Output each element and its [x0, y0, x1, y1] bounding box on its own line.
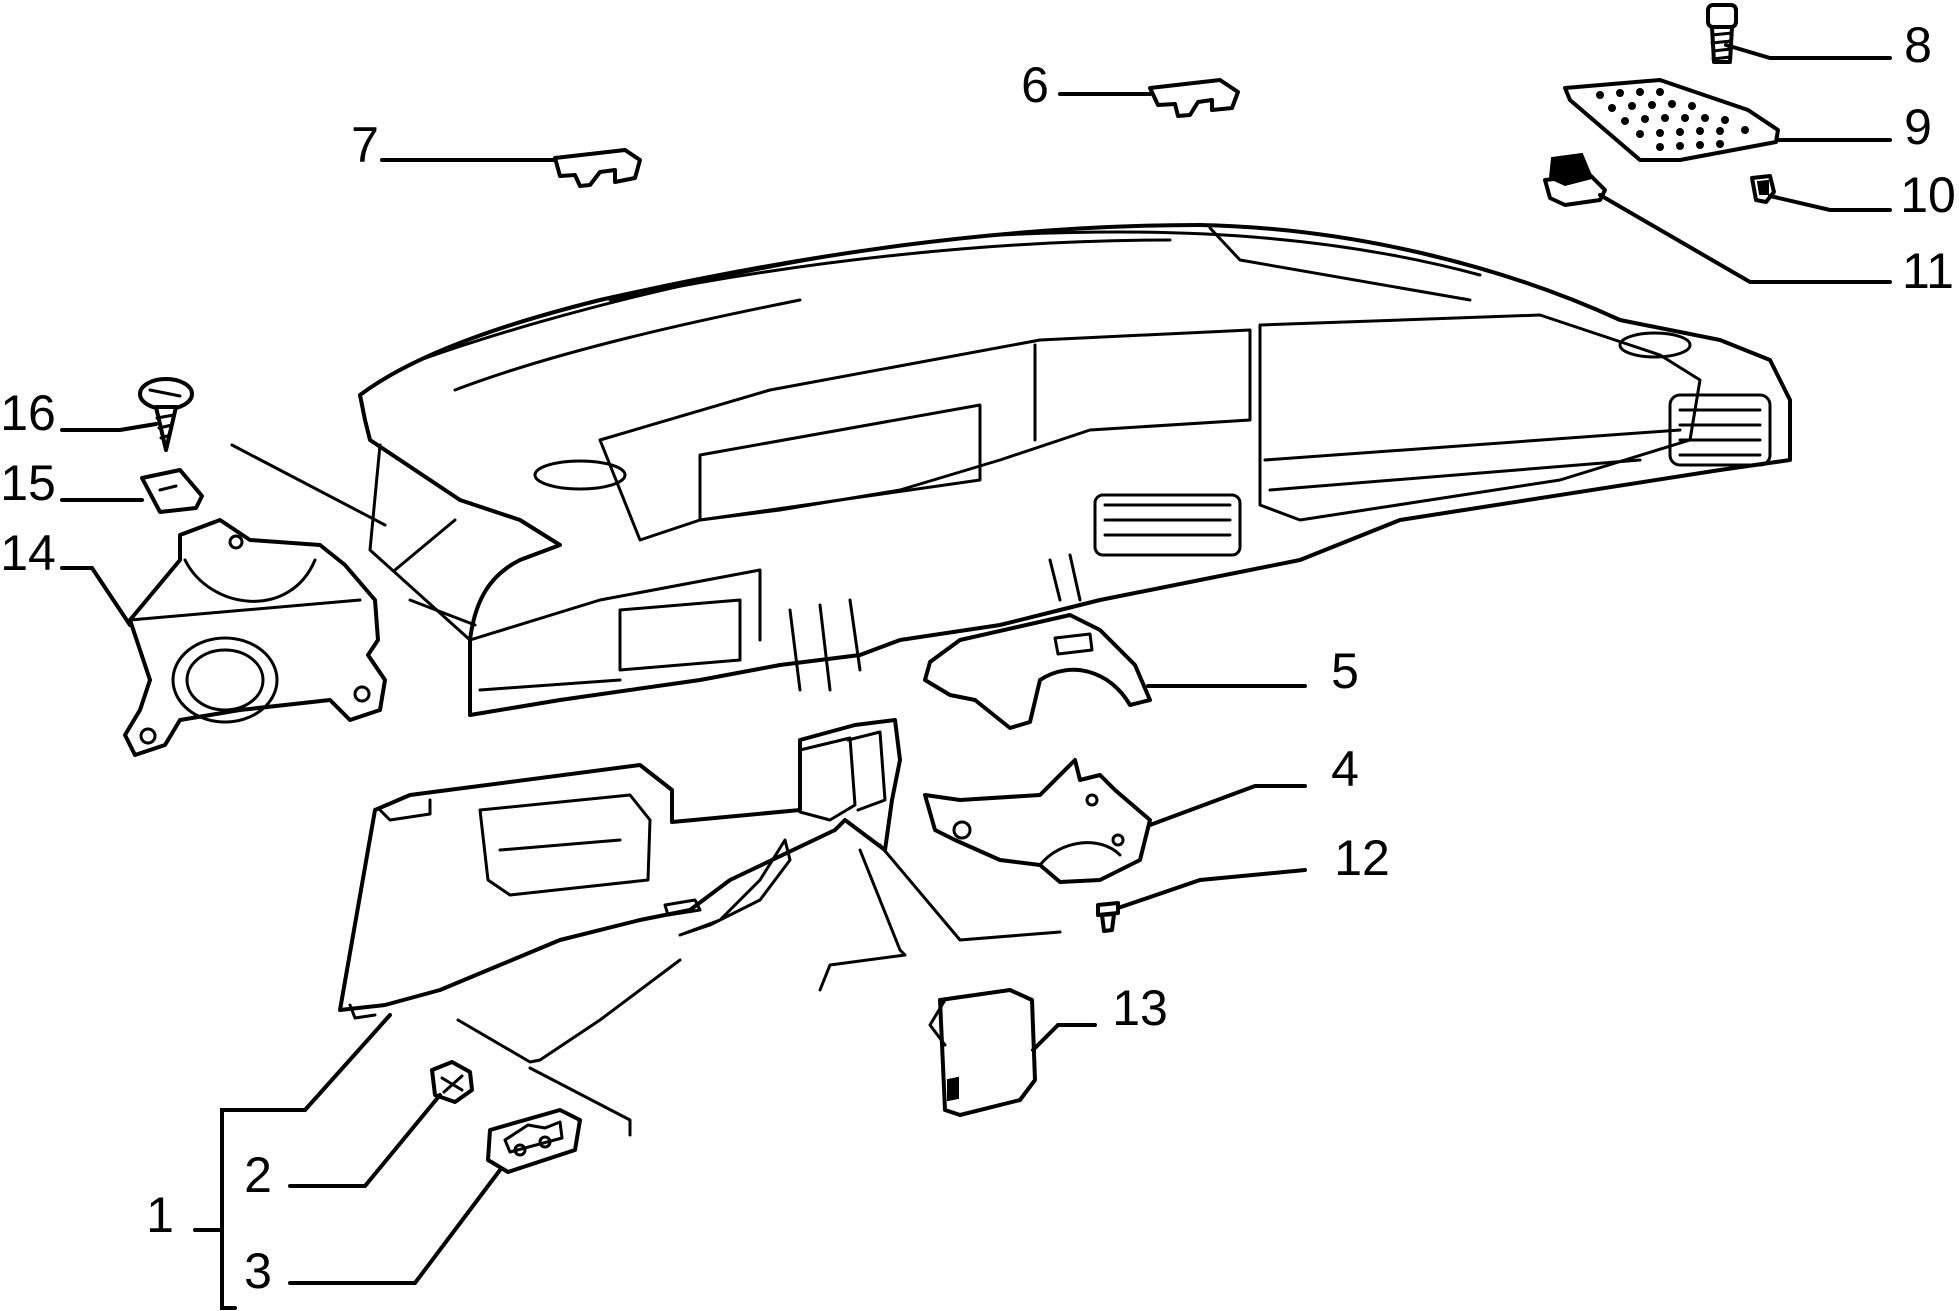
upper-shroud-part-5	[923, 613, 1152, 730]
grille-part-9	[1563, 78, 1780, 162]
bonnet-release-part-3	[486, 1108, 582, 1174]
assembly-guide-lines	[456, 843, 1062, 1137]
callout-7: 7	[351, 117, 379, 173]
callout-15: 15	[0, 455, 56, 511]
screw-part-8	[1706, 3, 1738, 64]
callout-5: 5	[1331, 643, 1359, 699]
callout-2: 2	[244, 1147, 272, 1203]
lower-trim-panel-part-1	[338, 718, 902, 1020]
screw-part-16	[138, 377, 194, 452]
callout-6: 6	[1021, 57, 1049, 113]
callout-16: 16	[0, 385, 56, 441]
callout-9: 9	[1904, 99, 1932, 155]
round-clip-part-2	[430, 1060, 474, 1104]
bracket-part-14	[123, 518, 387, 757]
speed-nut-part-15	[140, 468, 204, 514]
clip-part-7	[553, 148, 642, 188]
callout-12: 12	[1334, 830, 1390, 886]
callout-11: 11	[1902, 243, 1954, 299]
grommet-part-11	[1543, 152, 1607, 207]
screw-part-12	[1096, 901, 1120, 933]
leader-lines	[60, 43, 1892, 1310]
dashboard-main-panel	[230, 223, 1792, 717]
callout-labels: 1 2 3 4 5 6 7 8 9 10 11 12 13 14 15 16	[0, 17, 1956, 1299]
callout-10: 10	[1900, 167, 1956, 223]
callout-4: 4	[1331, 741, 1359, 797]
callout-14: 14	[0, 525, 56, 581]
clip-part-6	[1148, 78, 1240, 118]
callout-13: 13	[1112, 980, 1168, 1036]
callout-8: 8	[1904, 17, 1932, 73]
callout-1: 1	[146, 1187, 174, 1243]
callout-3: 3	[244, 1243, 272, 1299]
fuse-cover-part-13	[928, 988, 1037, 1117]
lower-shroud-part-4	[923, 758, 1152, 884]
